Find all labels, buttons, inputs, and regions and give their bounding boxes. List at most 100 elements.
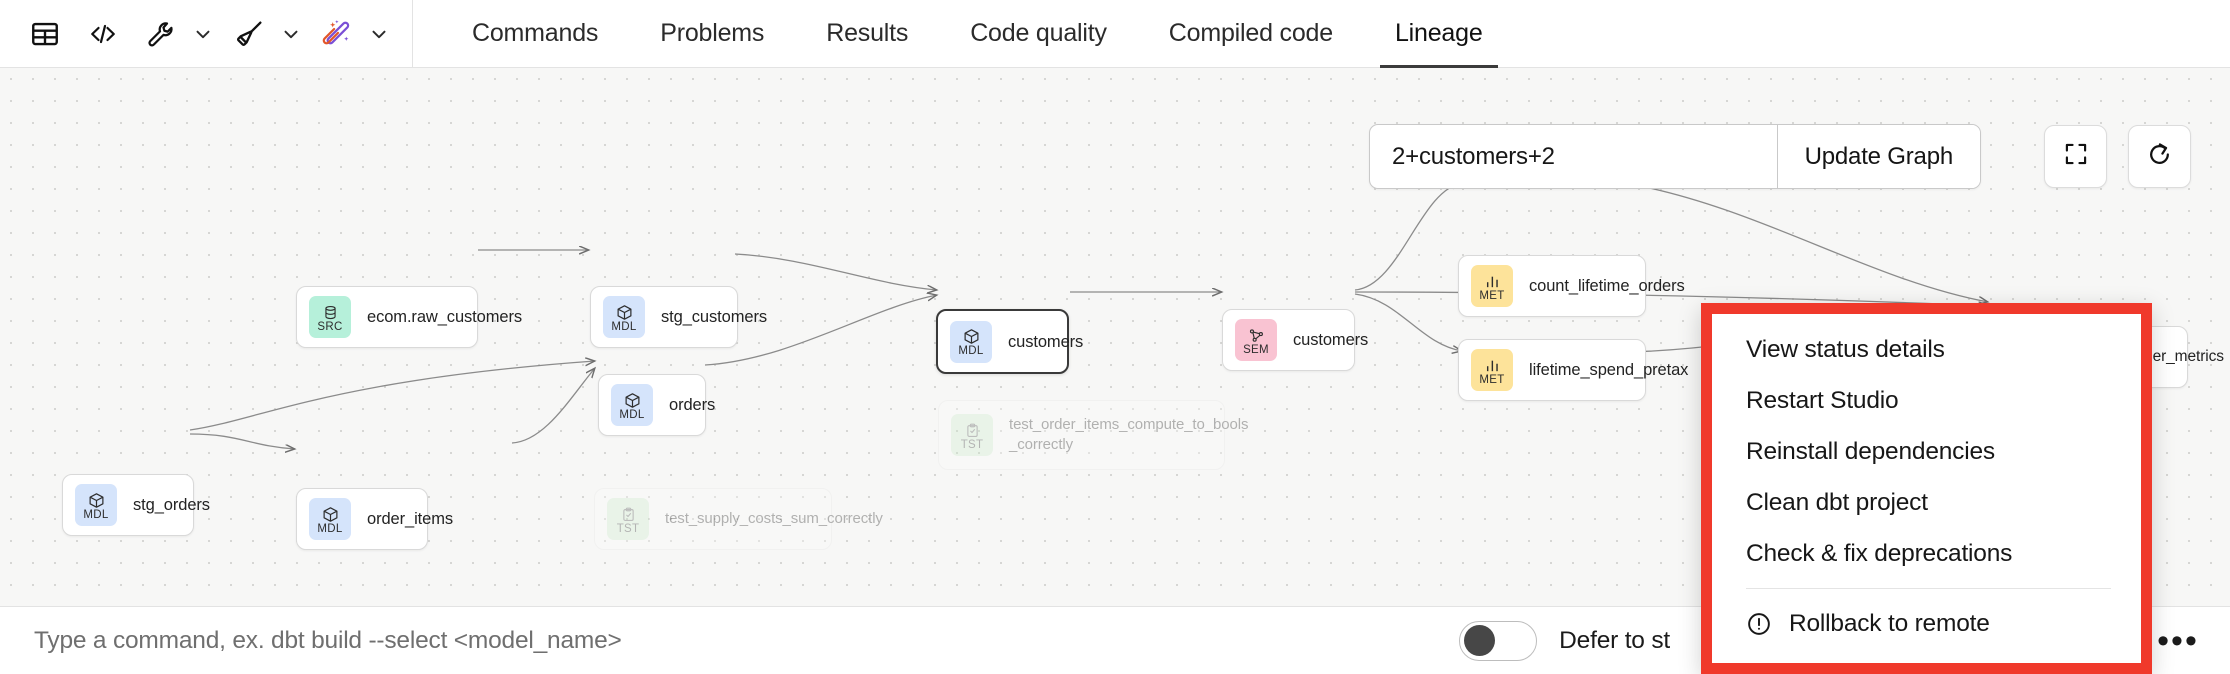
badge-label: MDL	[317, 522, 343, 535]
node-label: customers	[1008, 332, 1084, 351]
ai-chevron-down-icon[interactable]	[364, 7, 394, 61]
more-options-button[interactable]: •••	[2150, 621, 2206, 661]
tab-commands-label: Commands	[472, 19, 599, 47]
update-graph-label: Update Graph	[1804, 142, 1954, 170]
context-menu: View status details Restart Studio Reins…	[1712, 314, 2141, 663]
node-label: test_order_items_compute_to_bools _corre…	[1009, 416, 1249, 453]
lineage-node[interactable]: MET count_lifetime_orders	[1458, 255, 1685, 317]
badge-label: SEM	[1243, 343, 1269, 356]
lineage-node[interactable]: MDL order_items	[296, 488, 453, 550]
wrench-icon	[146, 19, 176, 49]
tab-lineage-label: Lineage	[1394, 19, 1483, 47]
fullscreen-button[interactable]	[2044, 125, 2107, 188]
badge-label: TST	[616, 522, 640, 535]
lineage-node-selected[interactable]: MDL customers	[936, 309, 1083, 374]
tab-bar: Commands Problems Results Code quality C…	[441, 0, 1514, 68]
toolbar-icon-group	[0, 0, 423, 68]
badge-label: TST	[960, 438, 984, 451]
tab-results[interactable]: Results	[795, 0, 939, 68]
tab-problems[interactable]: Problems	[629, 0, 795, 68]
node-label: order_items	[367, 510, 454, 528]
node-label: customers	[1293, 331, 1369, 349]
badge-label: MET	[1479, 373, 1505, 386]
cube-icon	[322, 504, 339, 523]
tab-problems-label: Problems	[660, 19, 765, 47]
clipboard-check-icon	[965, 420, 980, 439]
badge-mdl: MDL	[950, 320, 992, 363]
wrench-chevron-down-icon[interactable]	[188, 7, 218, 61]
clipboard-check-icon	[621, 504, 636, 523]
update-graph-button[interactable]: Update Graph	[1777, 125, 1980, 188]
badge-sem: SEM	[1235, 319, 1277, 361]
code-icon-button[interactable]	[76, 7, 130, 61]
database-icon	[323, 302, 338, 321]
wrench-icon-button[interactable]	[134, 7, 188, 61]
lineage-node[interactable]: SRC ecom.raw_customers	[296, 286, 522, 348]
tab-compiled-code[interactable]: Compiled code	[1138, 0, 1364, 68]
bar-chart-icon	[1484, 355, 1501, 374]
semantic-graph-icon	[1248, 325, 1265, 344]
node-label: test_supply_costs_sum_correctly	[665, 510, 883, 527]
tab-lineage[interactable]: Lineage	[1364, 0, 1514, 68]
table-icon-button[interactable]	[18, 7, 72, 61]
badge-src: SRC	[309, 296, 351, 338]
magic-wand-icon-button[interactable]	[310, 7, 364, 61]
magic-wand-icon	[322, 18, 353, 49]
lineage-node[interactable]: MDL orders	[598, 374, 715, 436]
warning-circle-icon	[1746, 611, 1772, 637]
node-label: orders	[669, 396, 716, 414]
lineage-node[interactable]: MDL stg_customers	[590, 286, 767, 348]
menu-item-check-fix-deprecations[interactable]: Check & fix deprecations	[1712, 528, 2141, 579]
badge-mdl: MDL	[75, 484, 117, 526]
badge-label: SRC	[317, 320, 343, 333]
node-label: count_lifetime_orders	[1529, 277, 1685, 295]
menu-item-rollback-to-remote[interactable]: Rollback to remote	[1712, 598, 2141, 649]
lineage-node[interactable]: MET lifetime_spend_pretax	[1458, 339, 1688, 401]
tab-commands[interactable]: Commands	[441, 0, 629, 68]
toolbar-divider	[412, 0, 413, 68]
top-toolbar: Commands Problems Results Code quality C…	[0, 0, 2230, 68]
clean-group	[222, 7, 306, 61]
ai-assist-group	[310, 7, 394, 61]
refresh-icon	[2146, 141, 2173, 173]
badge-tst: TST	[951, 414, 993, 456]
cube-icon	[963, 326, 980, 345]
bar-chart-icon	[1484, 271, 1501, 290]
broom-icon-button[interactable]	[222, 7, 276, 61]
badge-label: MET	[1479, 289, 1505, 302]
lineage-node[interactable]: TST test_supply_costs_sum_correctly	[594, 488, 883, 550]
lineage-node[interactable]: TST test_order_items_compute_to_bools _c…	[938, 400, 1248, 470]
lineage-node[interactable]: SEM customers	[1222, 309, 1368, 371]
tab-code-quality[interactable]: Code quality	[939, 0, 1138, 68]
context-menu-separator	[1746, 588, 2111, 589]
more-options-label: •••	[2157, 622, 2199, 660]
broom-icon	[234, 18, 265, 49]
menu-item-label: Rollback to remote	[1789, 609, 1990, 637]
menu-item-label: Check & fix deprecations	[1746, 539, 2013, 567]
menu-item-clean-dbt-project[interactable]: Clean dbt project	[1712, 477, 2141, 528]
node-label: ecom.raw_customers	[367, 308, 522, 326]
refresh-button[interactable]	[2128, 125, 2191, 188]
menu-item-label: Reinstall dependencies	[1746, 437, 1995, 465]
menu-item-view-status-details[interactable]: View status details	[1712, 324, 2141, 375]
command-input[interactable]	[0, 626, 1460, 655]
node-label: stg_orders	[133, 496, 210, 514]
defer-toggle[interactable]	[1459, 620, 1538, 661]
menu-item-reinstall-dependencies[interactable]: Reinstall dependencies	[1712, 426, 2141, 477]
graph-selector-input[interactable]	[1370, 125, 1777, 188]
badge-label: MDL	[83, 508, 109, 521]
tab-code-quality-label: Code quality	[970, 19, 1107, 47]
context-menu-highlight: View status details Restart Studio Reins…	[1701, 303, 2152, 674]
badge-label: MDL	[611, 320, 637, 333]
badge-mdl: MDL	[611, 384, 653, 426]
lineage-node[interactable]: MDL stg_orders	[62, 474, 210, 536]
badge-met: MET	[1471, 265, 1513, 307]
node-label: stg_customers	[661, 308, 767, 326]
tab-results-label: Results	[826, 19, 909, 47]
menu-item-restart-studio[interactable]: Restart Studio	[1712, 375, 2141, 426]
broom-chevron-down-icon[interactable]	[276, 7, 306, 61]
badge-met: MET	[1471, 349, 1513, 391]
cube-icon	[88, 490, 105, 509]
fullscreen-icon	[2063, 141, 2089, 172]
